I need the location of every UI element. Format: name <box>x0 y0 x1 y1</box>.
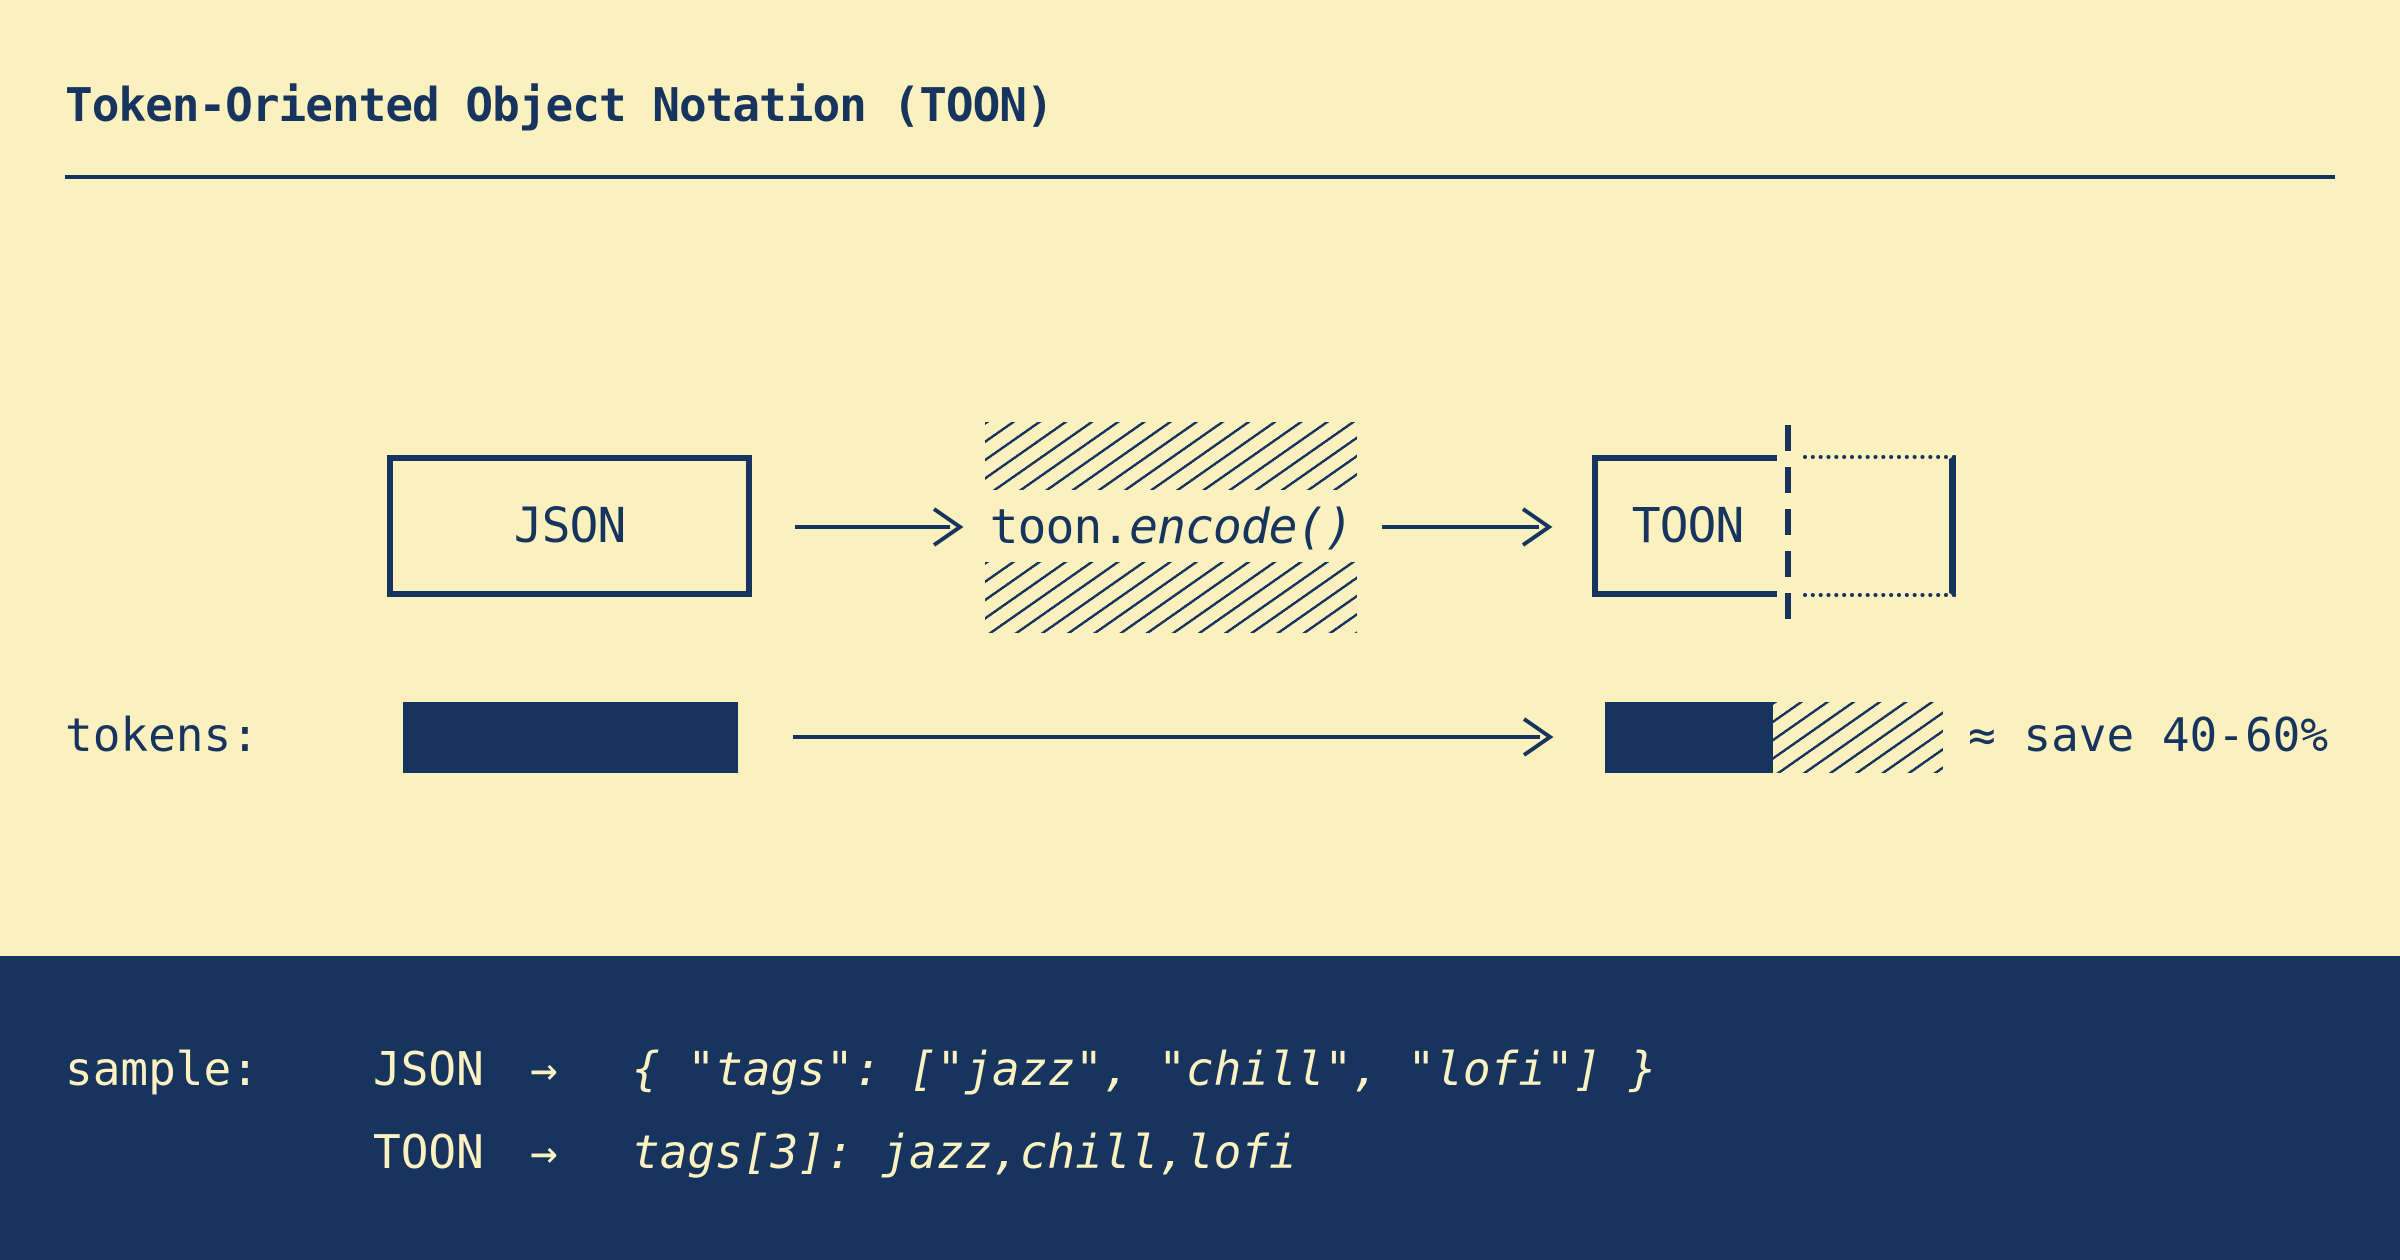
sample-row-code: tags[3]: jazz,chill,lofi <box>632 1125 1297 1179</box>
json-token-bar <box>403 702 738 773</box>
page-title: Token-Oriented Object Notation (TOON) <box>65 78 1054 132</box>
encode-call: encode() <box>1129 499 1353 555</box>
arrow-right-icon <box>793 717 1554 757</box>
encode-function-label: toon.encode() <box>975 497 1367 557</box>
encode-hatch-top <box>985 422 1357 490</box>
tokens-row-label: tokens: <box>65 708 259 762</box>
sample-label: sample: <box>65 1042 259 1096</box>
sample-row-format: TOON <box>373 1125 484 1179</box>
arrow-right-icon <box>795 507 964 547</box>
title-divider <box>65 175 2335 179</box>
arrow-right-icon: → <box>530 1042 558 1096</box>
toon-token-bar <box>1605 702 1773 773</box>
saved-token-hatch-bar <box>1773 702 1943 773</box>
arrow-right-icon <box>1382 507 1553 547</box>
toon-output-label: TOON <box>1631 498 1745 554</box>
sample-panel: sample: JSON → { "tags": ["jazz", "chill… <box>0 956 2400 1260</box>
savings-note: ≈ save 40-60% <box>1968 708 2329 762</box>
json-source-box: JSON <box>387 455 752 597</box>
toon-output-box: TOON <box>1592 455 1777 597</box>
sample-row-format: JSON <box>373 1042 484 1096</box>
arrow-right-icon: → <box>530 1125 558 1179</box>
encode-prefix: toon. <box>989 499 1130 555</box>
sample-row-code: { "tags": ["jazz", "chill", "lofi"] } <box>632 1042 1657 1096</box>
encode-hatch-bottom <box>985 562 1357 633</box>
json-source-label: JSON <box>513 498 627 554</box>
trimmed-tokens-ghost-box <box>1803 455 1956 597</box>
